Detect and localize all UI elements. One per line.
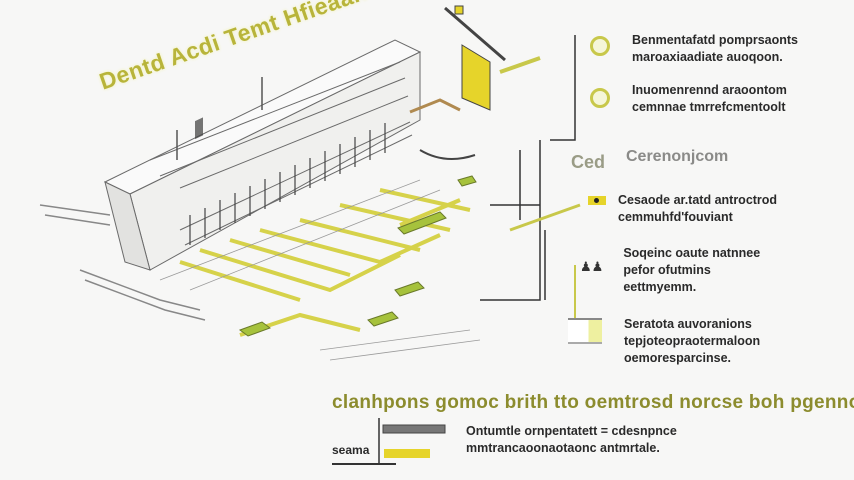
legend-line: maroaxiaadiate auoqoon. bbox=[632, 50, 783, 64]
legend-line: pefor ofutmins bbox=[623, 263, 711, 277]
legend-line: cemnnae tmrrefcmentoolt bbox=[632, 100, 786, 114]
bottom-heading: clanhpons gomoc brith tto oemtrosd norcs… bbox=[332, 392, 854, 413]
legend-line: Benmentafatd pomprsaonts bbox=[632, 33, 798, 47]
legend-line: Seratota auvoranions bbox=[624, 317, 752, 331]
bottom-swatches bbox=[332, 418, 446, 465]
legend-line: eettmyemm. bbox=[623, 280, 697, 294]
yellow-pipes bbox=[179, 188, 471, 337]
panel-icon bbox=[568, 318, 602, 344]
ring-icon bbox=[590, 36, 610, 56]
connector-lines bbox=[480, 35, 581, 330]
section-heading: Cerenonjcom bbox=[626, 148, 729, 165]
windows bbox=[189, 123, 386, 245]
antenna-posts bbox=[176, 77, 263, 160]
legend-line: tepjoteopraotermaloon bbox=[624, 334, 761, 348]
bottom-label: seama bbox=[332, 443, 370, 457]
legend-item: Inuomenrennd araoontom cemnnae tmrrefcmen… bbox=[590, 83, 787, 116]
green-blocks bbox=[238, 175, 477, 337]
legend-line: Ontumtle ornpentatett = cdesnpnce bbox=[466, 424, 677, 438]
floor-grid bbox=[159, 179, 481, 361]
legend-line: oemoresparcinse. bbox=[624, 351, 731, 365]
legend-line: Cesaode ar.tatd antroctrod bbox=[618, 193, 778, 207]
legend-item: ♟♟ Soqeinc oaute natnnee pefor ofutmins ee… bbox=[580, 245, 760, 296]
legend-line: Inuomenrennd araoontom bbox=[632, 83, 787, 97]
legend-item: Cesaode ar.tatd antroctrod cemmuhfd'fouvi… bbox=[588, 192, 777, 226]
legend-line: cemmuhfd'fouviant bbox=[618, 210, 733, 224]
people-icon: ♟♟ bbox=[580, 259, 604, 274]
building bbox=[103, 39, 422, 271]
left-rails bbox=[39, 204, 206, 321]
window-row bbox=[195, 117, 203, 140]
bottom-legend-text: Ontumtle ornpentatett = cdesnpnce mmtran… bbox=[466, 423, 677, 457]
connector-icon bbox=[588, 196, 606, 205]
legend-line: mmtrancaoonaotaonc antmrtale. bbox=[466, 441, 660, 455]
legend-line: Soqeinc oaute natnnee bbox=[623, 246, 761, 260]
legend-item: Benmentafatd pomprsaonts maroaxiaadiate a… bbox=[590, 33, 798, 66]
building-end bbox=[104, 181, 151, 271]
grey-swatch bbox=[382, 424, 446, 434]
section-label: Ced bbox=[571, 152, 606, 172]
legend-item: Seratota auvoranions tepjoteopraotermaloo… bbox=[568, 316, 760, 367]
yellow-swatch bbox=[384, 449, 430, 458]
ring-icon bbox=[590, 88, 610, 108]
tower bbox=[409, 5, 541, 160]
